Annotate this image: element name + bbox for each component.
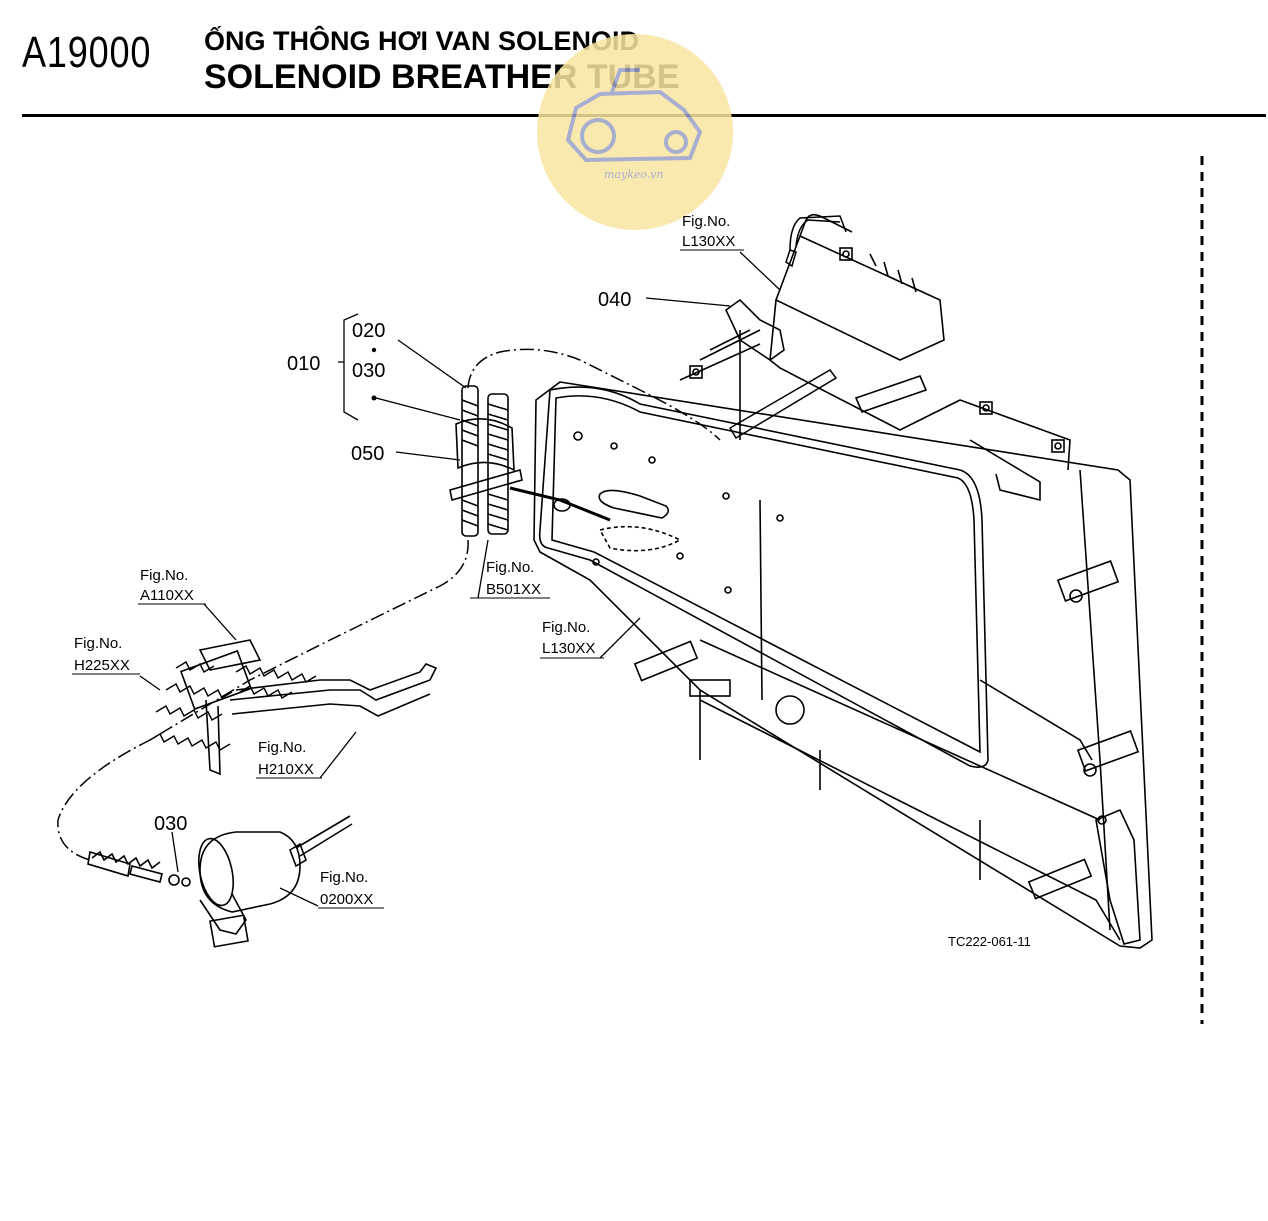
- fig-ref-caption: Fig.No.: [320, 869, 368, 886]
- tractor-icon: [565, 68, 703, 163]
- watermark-text: maykeo.vn: [604, 168, 664, 181]
- fig-ref-h225: Fig.No. H225XX: [72, 635, 140, 675]
- callout-dot: [371, 395, 377, 401]
- fig-ref-l130-top: Fig.No. L130XX: [680, 213, 744, 251]
- page-title-vietnamese: ỐNG THÔNG HƠI VAN SOLENOID: [204, 26, 640, 56]
- fig-ref-code: A110XX: [140, 587, 194, 604]
- callout-020: 020: [352, 320, 385, 342]
- fig-ref-caption: Fig.No.: [486, 559, 534, 576]
- watermark-logo: maykeo.vn: [537, 34, 733, 230]
- callout-030-lower: 030: [154, 813, 187, 835]
- fig-ref-caption: Fig.No.: [140, 567, 188, 584]
- drawing-code: TC222-061-11: [948, 934, 1031, 949]
- fig-ref-code: L130XX: [542, 640, 595, 657]
- panel-frame: [533, 381, 1153, 949]
- fig-ref-h210: Fig.No. H210XX: [256, 739, 322, 779]
- fig-ref-b501: Fig.No. B501XX: [470, 559, 550, 599]
- spring-coils: [149, 661, 317, 751]
- fig-ref-0200: Fig.No. 0200XX: [318, 869, 384, 909]
- leader-lines: [139, 251, 781, 907]
- fig-ref-a110: Fig.No. A110XX: [138, 567, 206, 605]
- callout-040: 040: [598, 289, 631, 311]
- hose-clip-assembly: [449, 385, 523, 537]
- callout-030: 030: [352, 360, 385, 382]
- breather-tube: [57, 215, 847, 861]
- solenoid-valve: [87, 815, 353, 948]
- fig-ref-caption: Fig.No.: [258, 739, 306, 756]
- callout-010: 010: [287, 353, 320, 375]
- fig-ref-caption: Fig.No.: [74, 635, 122, 652]
- upper-bracket: [679, 213, 1071, 502]
- fig-ref-l130-mid: Fig.No. L130XX: [540, 619, 604, 659]
- fig-ref-code: H210XX: [258, 761, 314, 778]
- callout-dot: [371, 347, 377, 353]
- fig-ref-code: B501XX: [486, 581, 541, 598]
- lever-spring-assembly: [149, 639, 438, 776]
- fig-ref-code: L130XX: [682, 233, 735, 250]
- section-code: A19000: [22, 28, 152, 77]
- fig-ref-code: 0200XX: [320, 891, 373, 908]
- fig-ref-caption: Fig.No.: [542, 619, 590, 636]
- fig-ref-code: H225XX: [74, 657, 130, 674]
- fig-ref-caption: Fig.No.: [682, 213, 730, 230]
- callout-050: 050: [351, 443, 384, 465]
